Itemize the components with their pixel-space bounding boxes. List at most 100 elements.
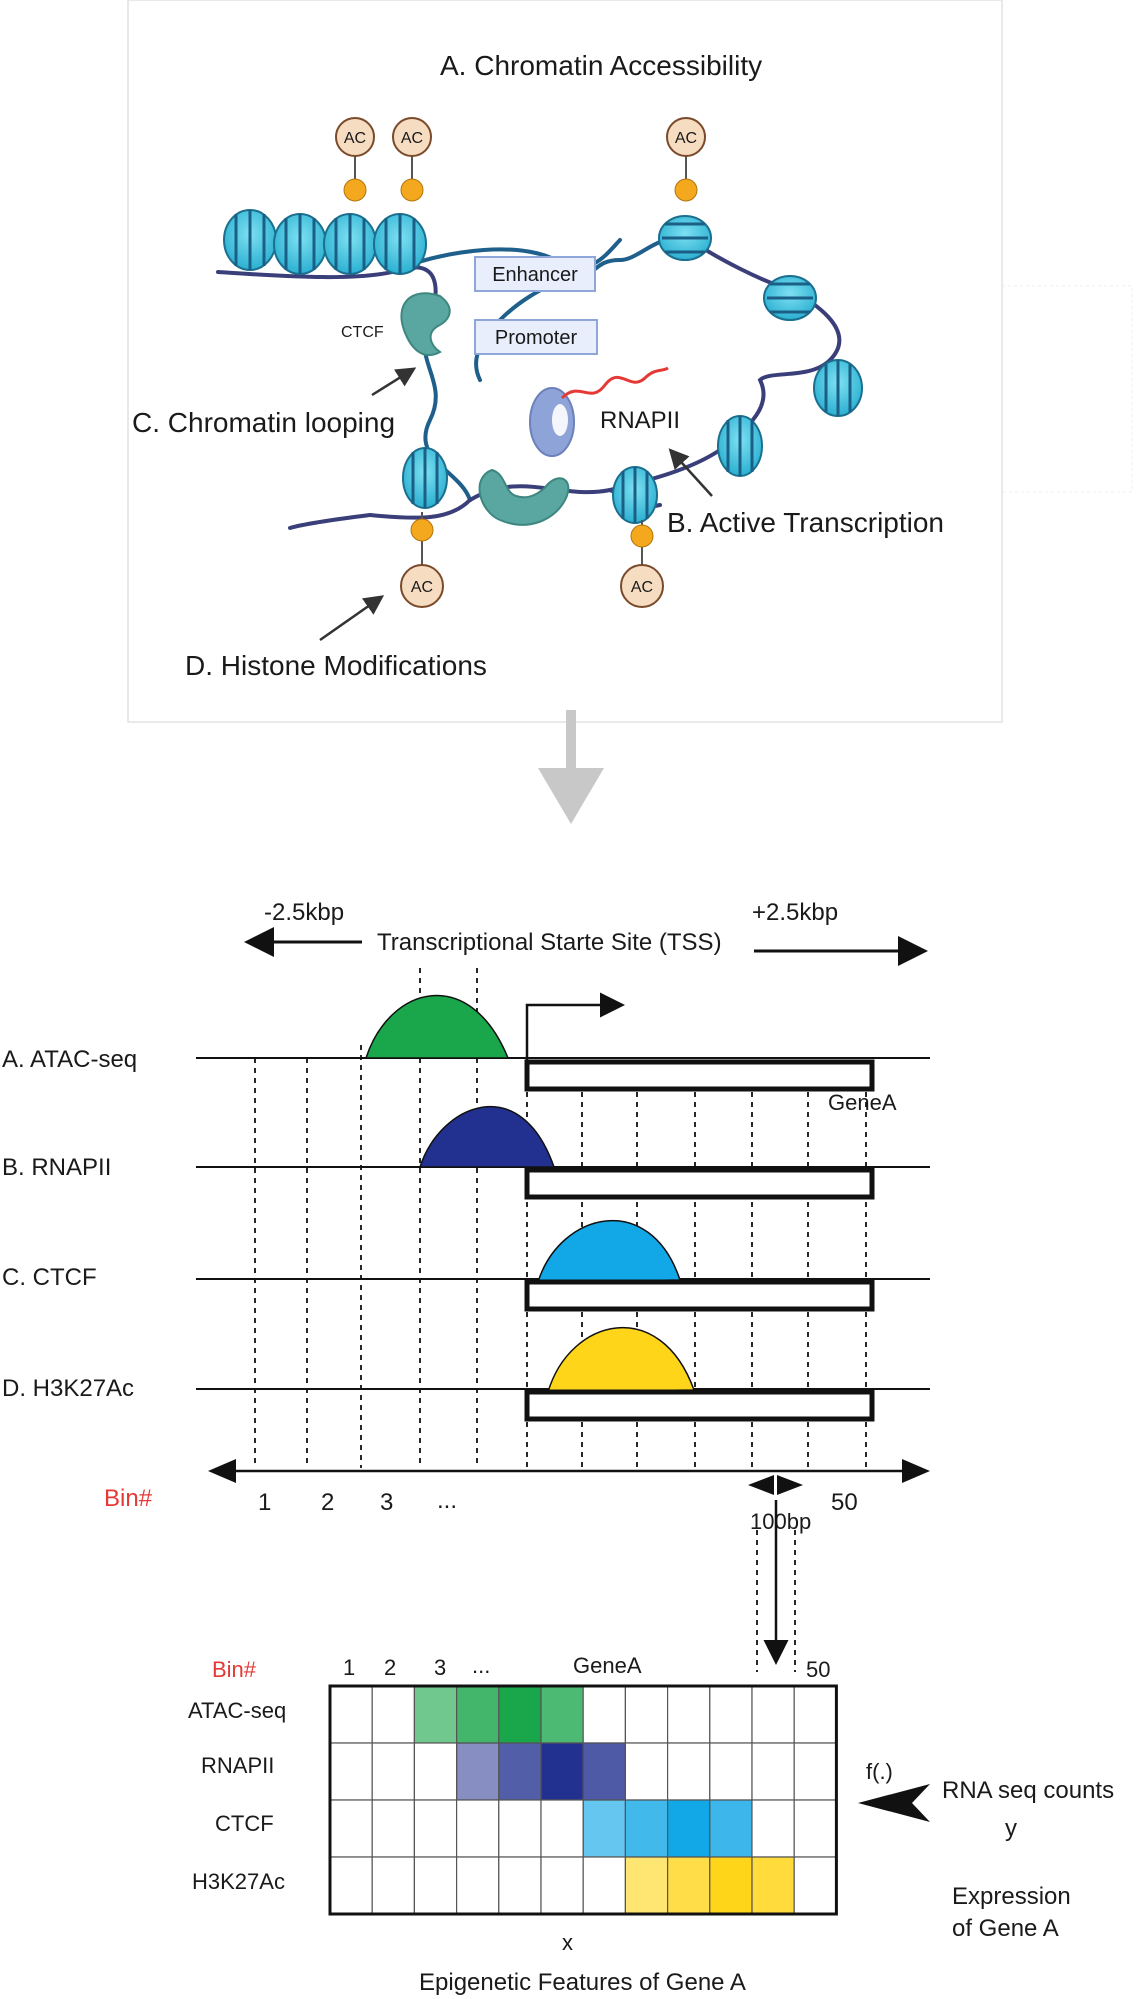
matrix-cell xyxy=(371,1856,416,1915)
matrix-cell xyxy=(709,1742,753,1801)
bin-tick: 2 xyxy=(321,1489,334,1516)
histone-modifications-label: D. Histone Modifications xyxy=(185,650,487,681)
matrix-cell xyxy=(793,1799,838,1858)
matrix-cell xyxy=(751,1742,795,1801)
bin-tick: 1 xyxy=(258,1489,271,1516)
matrix-cell xyxy=(624,1742,669,1801)
tss-label: Transcriptional Starte Site (TSS) xyxy=(377,929,722,956)
nucleosome-icon xyxy=(273,213,327,275)
nucleosome-icon xyxy=(402,447,448,509)
chromatin-accessibility-title: A. Chromatin Accessibility xyxy=(440,50,762,81)
promoter-box: Promoter xyxy=(474,319,598,355)
matrix-cell xyxy=(498,1742,542,1801)
ctcf-protein xyxy=(478,468,570,526)
gene-box xyxy=(524,1167,875,1200)
matrix-cell xyxy=(329,1742,373,1801)
svg-text:AC: AC xyxy=(675,130,697,147)
matrix-cell xyxy=(666,1856,711,1915)
output-arrow xyxy=(858,1784,930,1822)
rnapii-protein xyxy=(529,387,575,457)
matrix-bin-title: Bin# xyxy=(212,1657,257,1682)
matrix-cell xyxy=(371,1799,416,1858)
flow-arrow xyxy=(538,710,604,824)
nucleosome-icon xyxy=(373,213,427,275)
nucleosome-icon xyxy=(223,209,277,271)
gene-box xyxy=(524,1059,875,1092)
matrix-cell xyxy=(498,1856,542,1915)
gene-label: GeneA xyxy=(828,1090,897,1115)
matrix-cell xyxy=(624,1856,669,1915)
track-panel: -2.5kbp +2.5kbp Transcriptional Starte S… xyxy=(2,899,930,1672)
bin-title: Bin# xyxy=(104,1485,153,1512)
right-range-label: +2.5kbp xyxy=(752,899,838,926)
matrix-cell xyxy=(540,1799,584,1858)
bin-tick: ... xyxy=(437,1487,457,1514)
matrix-cell xyxy=(456,1856,500,1915)
matrix-cell xyxy=(624,1685,669,1744)
matrix-cell xyxy=(329,1799,373,1858)
svg-text:AC: AC xyxy=(344,130,366,147)
bin-tick: 50 xyxy=(831,1489,858,1516)
bin-axis-left-head xyxy=(208,1459,236,1483)
track-row: A. ATAC-seq GeneA xyxy=(2,994,930,1115)
matrix-cell xyxy=(413,1799,458,1858)
ctcf-label: CTCF xyxy=(341,324,384,341)
matrix-cell xyxy=(709,1685,753,1744)
transcription-arrow xyxy=(668,448,713,497)
looping-arrow xyxy=(371,367,417,397)
active-transcription-label: B. Active Transcription xyxy=(667,507,944,538)
svg-text:AC: AC xyxy=(631,579,653,596)
ctcf-peak xyxy=(536,1219,682,1283)
matrix-cell xyxy=(582,1742,627,1801)
matrix-cell xyxy=(582,1799,627,1858)
matrix-panel: Bin# 1 2 3 ... GeneA 50 ATAC-seq RNAPII … xyxy=(188,1653,1114,1996)
matrix-cell xyxy=(751,1856,795,1915)
nucleosome-icons xyxy=(223,209,863,524)
ac-mark: AC xyxy=(400,512,444,608)
matrix-cell xyxy=(582,1685,627,1744)
ac-mark: AC xyxy=(392,117,432,202)
output-symbol: y xyxy=(1005,1815,1017,1842)
function-label: f(.) xyxy=(866,1759,893,1784)
nucleosome-icon xyxy=(763,275,817,321)
matrix-cell xyxy=(624,1799,669,1858)
panel-border xyxy=(127,0,1003,723)
rnapii-peak xyxy=(418,1105,556,1168)
matrix-cell xyxy=(498,1799,542,1858)
matrix-cell xyxy=(709,1799,753,1858)
matrix-cell xyxy=(709,1856,753,1915)
matrix-row-label: RNAPII xyxy=(201,1753,274,1778)
tss-arrow xyxy=(525,992,625,1062)
matrix-cell xyxy=(540,1742,584,1801)
track-row: B. RNAPII xyxy=(2,1105,930,1200)
left-range-label: -2.5kbp xyxy=(264,899,344,926)
nucleosome-icon xyxy=(658,215,712,261)
nucleosome-icon xyxy=(717,415,763,477)
output-label: RNA seq counts xyxy=(942,1777,1114,1804)
matrix-cell xyxy=(751,1685,795,1744)
bin-width-label: 100bp xyxy=(750,1509,811,1534)
h3k27ac-peak xyxy=(546,1326,696,1393)
matrix-cell xyxy=(413,1856,458,1915)
matrix-cell xyxy=(540,1685,584,1744)
ctcf-protein xyxy=(400,292,451,357)
svg-text:AC: AC xyxy=(401,130,423,147)
matrix-cell xyxy=(456,1799,500,1858)
matrix-row-label: ATAC-seq xyxy=(188,1698,286,1723)
matrix-cell xyxy=(371,1685,416,1744)
track-row: D. H3K27Ac xyxy=(2,1326,930,1422)
input-caption: Epigenetic Features of Gene A xyxy=(419,1969,746,1996)
track-label: D. H3K27Ac xyxy=(2,1375,134,1402)
faint-bracket xyxy=(1002,285,1133,493)
matrix-cell xyxy=(329,1856,373,1915)
matrix-border xyxy=(328,1684,838,1916)
nucleosome-icon xyxy=(612,466,658,524)
matrix-row-label: CTCF xyxy=(215,1811,274,1836)
enhancer-box: Enhancer xyxy=(474,256,596,292)
acetyl-marks: AC AC AC AC AC xyxy=(335,117,706,608)
matrix-col-tick: 1 xyxy=(343,1655,355,1680)
matrix-row-label: H3K27Ac xyxy=(192,1869,285,1894)
svg-text:AC: AC xyxy=(411,579,433,596)
input-symbol: x xyxy=(562,1930,573,1955)
